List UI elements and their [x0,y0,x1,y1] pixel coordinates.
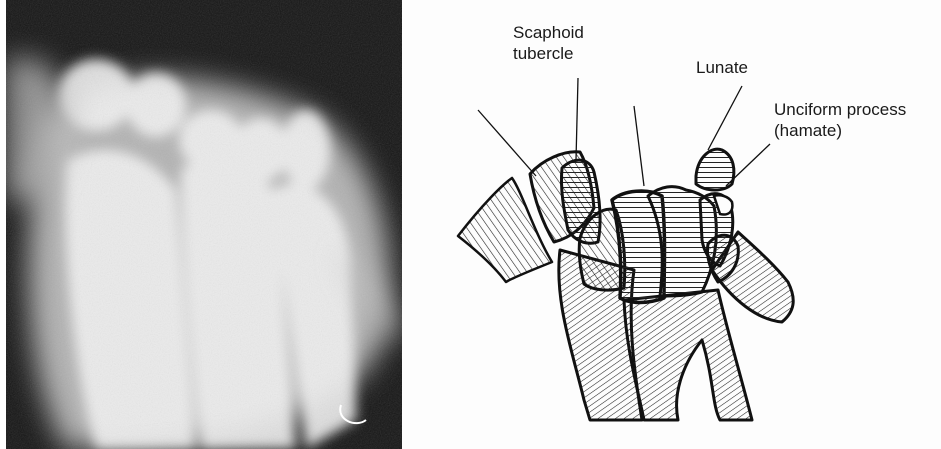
radiograph-image [6,0,402,449]
carpal-bones-drawing [402,0,941,449]
label-scaphoid-tubercle: Scaphoid tubercle [513,22,584,64]
label-unciform-line1: Unciform process [774,99,906,120]
label-lunate: Lunate [696,57,748,78]
label-scaphoid-line2: tubercle [513,43,584,64]
label-unciform-line2: (hamate) [774,120,906,141]
label-unciform-process: Unciform process (hamate) [774,99,906,141]
label-scaphoid-line1: Scaphoid [513,22,584,43]
